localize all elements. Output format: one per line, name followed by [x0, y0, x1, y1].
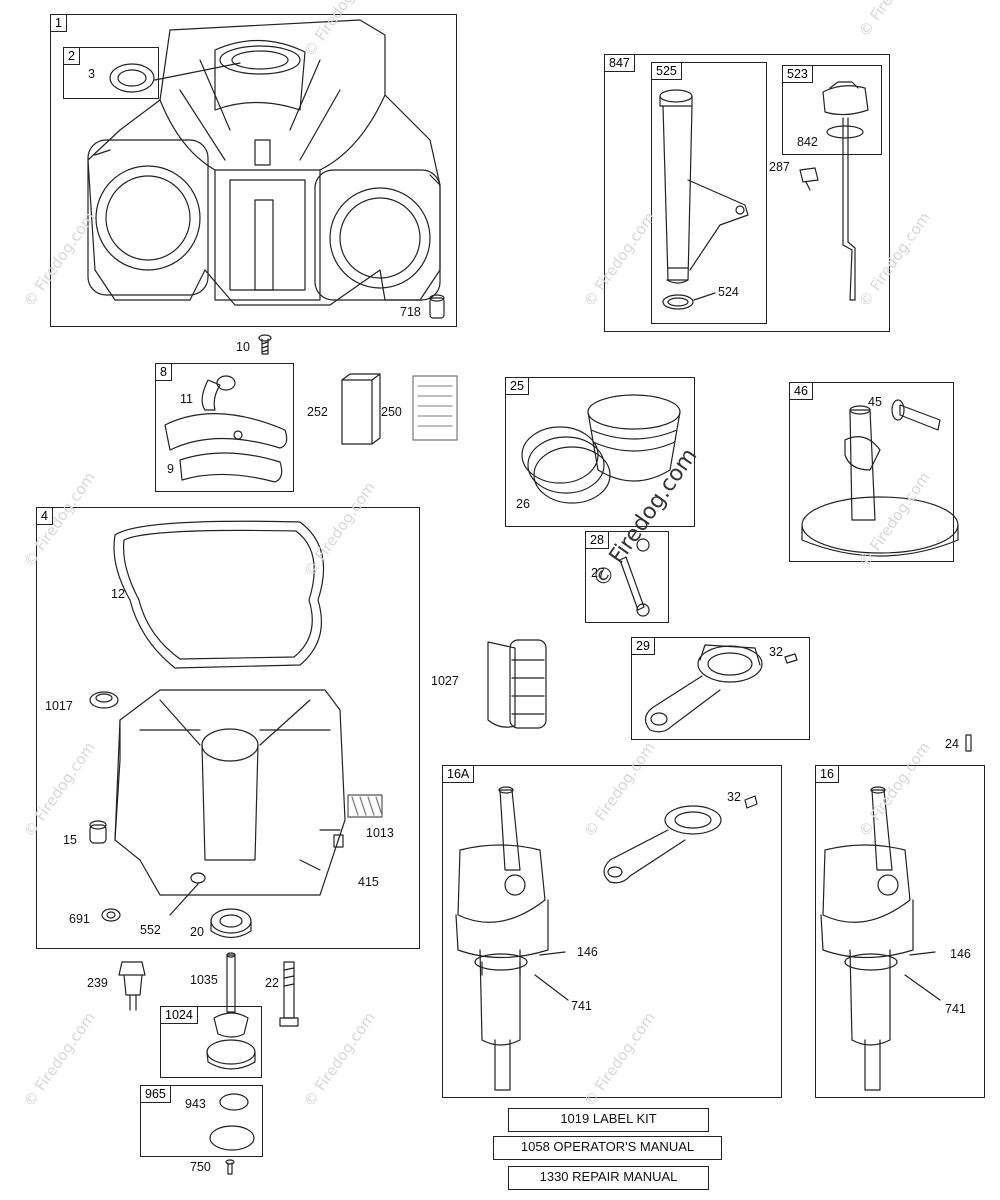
group-1024-oil-pump: 1024 [160, 1006, 262, 1078]
group-8-tag: 8 [156, 364, 172, 381]
group-28-piston-pin: 28 [585, 531, 669, 623]
group-847-dipstick-assembly: 847 [604, 54, 890, 332]
group-4-tag: 4 [37, 508, 53, 525]
callout-287: 287 [769, 160, 790, 174]
group-16a-crankshaft: 16A [442, 765, 782, 1098]
dowel-718-drawing [429, 294, 445, 319]
group-25-tag: 25 [506, 378, 529, 395]
group-2-tag: 2 [64, 48, 80, 65]
callout-718: 718 [400, 305, 421, 319]
callout-146-16: 146 [950, 947, 971, 961]
group-965-tag: 965 [141, 1086, 171, 1103]
group-8-breather: 8 [155, 363, 294, 492]
filter-foam-drawings [341, 373, 458, 445]
breather-drawing [164, 375, 288, 483]
callout-11: 11 [180, 392, 193, 406]
key-24-drawing [965, 734, 972, 752]
callout-691: 691 [69, 912, 90, 926]
callout-750: 750 [190, 1160, 211, 1174]
callout-252: 252 [307, 405, 328, 419]
callout-943: 943 [185, 1097, 206, 1111]
callout-27: 27 [591, 566, 605, 580]
callout-1027: 1027 [431, 674, 459, 688]
pump-cover-drawing [209, 1093, 255, 1151]
callout-22: 22 [265, 976, 279, 990]
camshaft-drawing [801, 399, 959, 557]
shaft-1035-drawing [226, 952, 236, 1013]
group-16-crankshaft: 16 [815, 765, 985, 1098]
screw-10-drawing [258, 334, 272, 355]
callout-741-16a: 741 [571, 999, 592, 1013]
sump-drawing [89, 689, 346, 896]
callout-12: 12 [111, 587, 125, 601]
crankshaft-16-drawing [820, 786, 914, 1091]
group-523-dipstick: 523 [782, 65, 882, 155]
operators-manual-item[interactable]: 1058 OPERATOR'S MANUAL [493, 1136, 722, 1160]
group-46-camshaft: 46 [789, 382, 954, 562]
piston-pin-drawing [619, 538, 650, 617]
callout-250: 250 [381, 405, 402, 419]
bolt-22-drawing [279, 961, 299, 1027]
label-kit-item[interactable]: 1019 LABEL KIT [508, 1108, 709, 1132]
crankshaft-16a-drawing [455, 786, 549, 1091]
group-4-sump: 4 [36, 507, 420, 949]
group-525-dipstick-tube: 525 [651, 62, 767, 324]
group-1-tag: 1 [51, 15, 67, 32]
group-2-seal-kit: 2 [63, 47, 159, 99]
callout-842: 842 [797, 135, 818, 149]
callout-45: 45 [868, 395, 882, 409]
callout-741-16: 741 [945, 1002, 966, 1016]
callout-24: 24 [945, 737, 959, 751]
oil-pressure-switch-drawing [118, 961, 146, 1011]
connecting-rod-drawing [644, 644, 798, 733]
sump-small-parts-drawing [89, 794, 383, 939]
group-28-tag: 28 [586, 532, 609, 549]
callout-146-16a: 146 [577, 945, 598, 959]
callout-1017: 1017 [45, 699, 73, 713]
callout-524: 524 [718, 285, 739, 299]
screw-750-drawing [225, 1159, 235, 1175]
callout-32-16a: 32 [727, 790, 741, 804]
group-46-tag: 46 [790, 383, 813, 400]
callout-26: 26 [516, 497, 530, 511]
oil-pump-drawing [206, 1012, 256, 1070]
connecting-rod-16a-drawing [603, 795, 758, 884]
callout-239: 239 [87, 976, 108, 990]
callout-32-rod: 32 [769, 645, 783, 659]
group-25-piston: 25 [505, 377, 695, 527]
group-16-tag: 16 [816, 766, 839, 783]
group-16a-tag: 16A [443, 766, 475, 783]
dipstick-drawing [799, 81, 869, 301]
callout-15: 15 [63, 833, 77, 847]
sump-gasket-drawing [113, 520, 325, 669]
group-1-cylinder-block: 1 [50, 14, 457, 327]
group-29-tag: 29 [632, 638, 655, 655]
group-525-tag: 525 [652, 63, 682, 80]
seal-drawing [109, 62, 241, 93]
dipstick-tube-drawing [659, 89, 749, 310]
repair-manual-item[interactable]: 1330 REPAIR MANUAL [508, 1166, 709, 1190]
leader-lines [534, 951, 941, 1001]
group-847-tag: 847 [605, 55, 635, 72]
callout-1013: 1013 [366, 826, 394, 840]
oil-filter-drawing [487, 639, 547, 729]
cylinder-block-drawing [87, 19, 441, 306]
callout-9: 9 [167, 462, 174, 476]
callout-10: 10 [236, 340, 250, 354]
callout-415: 415 [358, 875, 379, 889]
group-1024-tag: 1024 [161, 1007, 198, 1024]
callout-3: 3 [88, 67, 95, 81]
piston-drawing [521, 394, 681, 504]
callout-552: 552 [140, 923, 161, 937]
group-29-connecting-rod: 29 [631, 637, 810, 740]
callout-20: 20 [190, 925, 204, 939]
group-965-pump-cover: 965 [140, 1085, 263, 1157]
callout-1035: 1035 [190, 973, 218, 987]
group-523-tag: 523 [783, 66, 813, 83]
